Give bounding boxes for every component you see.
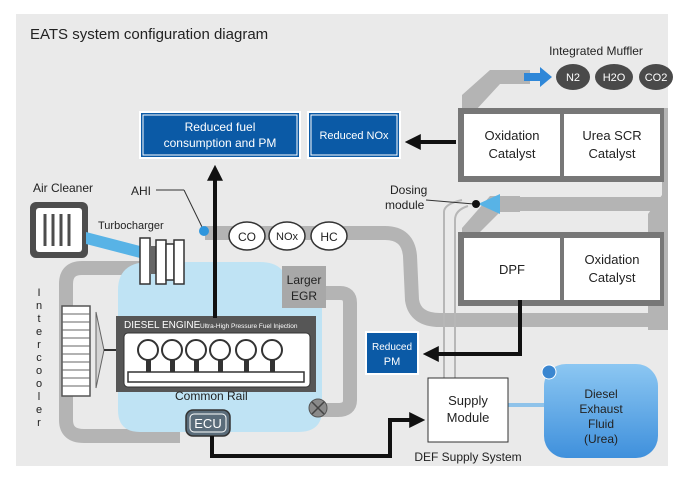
exhaust-pipe (205, 226, 668, 327)
flow-arrows (207, 134, 522, 458)
reduced-pm-box (365, 331, 419, 375)
reduced-nox-box (307, 111, 401, 159)
larger-egr-box (282, 266, 326, 308)
emission-co: CO (228, 221, 266, 251)
urea-scr-catalyst-box (564, 114, 660, 176)
emission-nox: NOx (268, 221, 306, 251)
emission-nox-label: NOx (276, 231, 299, 243)
cylinder-icon (137, 339, 159, 376)
arrow-ecu-to-supply (210, 412, 426, 458)
ahi-label: AHI (131, 184, 151, 198)
intake-tube (86, 232, 140, 258)
def-tank (544, 364, 658, 458)
svg-text:l: l (38, 391, 40, 403)
muffler-upper-elbow (462, 70, 530, 118)
larger-egr-label-1: Larger (287, 273, 322, 287)
fuel-injection-label: Ultra-High Pressure Fuel Injection (200, 323, 298, 330)
turbocharger-label: Turbocharger (98, 220, 164, 232)
dpf-box (464, 238, 560, 300)
output-co2: CO2 (639, 64, 673, 90)
common-rail-bar (127, 371, 305, 383)
air-cleaner-label: Air Cleaner (33, 181, 93, 195)
supply-module-label-1: Supply (448, 393, 488, 408)
def-tank-label-2: Exhaust (579, 402, 623, 416)
reduced-nox-label: Reduced NOx (319, 130, 389, 142)
def-lines (443, 199, 545, 407)
def-supply-system-label: DEF Supply System (414, 450, 521, 464)
intercooler-label: I n t e r c o o l e r (36, 287, 42, 429)
cylinders (137, 339, 283, 376)
output-h2o-label: H2O (603, 72, 626, 84)
def-tank-label-1: Diesel (584, 387, 617, 401)
emission-hc-label: HC (320, 230, 338, 244)
turbocharger-icon (139, 237, 185, 285)
ahi-injector-icon (199, 226, 209, 236)
larger-egr-label-2: EGR (291, 289, 317, 303)
supply-module-label-2: Module (447, 410, 490, 425)
dpf-label: DPF (499, 262, 525, 277)
emission-hc: HC (310, 221, 348, 251)
intercooler-fins-icon (62, 313, 90, 387)
reduced-pm-label-2: PM (384, 356, 401, 368)
oxidation-catalyst-2-label-2: Catalyst (589, 270, 636, 285)
oxidation-catalyst-label-2: Catalyst (489, 146, 536, 161)
fan-icon (95, 311, 118, 389)
svg-text:r: r (37, 339, 41, 351)
dosing-module-label-1: Dosing (390, 183, 427, 197)
air-cleaner-filter-icon (43, 214, 71, 246)
ecu-label: ECU (194, 416, 221, 431)
emission-co-label: CO (238, 230, 256, 244)
cylinder-icon (235, 339, 257, 376)
def-tank-label-4: (Urea) (584, 432, 618, 446)
intercooler (61, 305, 91, 397)
output-n2-label: N2 (566, 72, 580, 84)
output-co2-label: CO2 (645, 72, 668, 84)
egr-pipe (260, 286, 357, 417)
dosing-nozzle-icon (472, 200, 480, 208)
muffler-lower-elbow (462, 196, 520, 238)
cylinder-icon (185, 339, 207, 376)
svg-text:n: n (36, 300, 42, 312)
diesel-engine-label: DIESEL ENGINE (124, 320, 201, 331)
diagram-title: EATS system configuration diagram (30, 26, 268, 43)
dosing-spray-icon (478, 194, 500, 214)
svg-text:e: e (36, 326, 42, 338)
urea-scr-label-1: Urea SCR (582, 128, 641, 143)
reduced-fuel-label-1: Reduced fuel (185, 120, 256, 134)
common-rail-label: Common Rail (175, 389, 248, 403)
urea-scr-label-2: Catalyst (589, 146, 636, 161)
svg-text:r: r (37, 417, 41, 429)
supply-module-box (427, 377, 509, 443)
dosing-module-label-2: module (385, 198, 425, 212)
cylinder-icon (161, 339, 183, 376)
arrow-to-reduced-pm (422, 300, 522, 362)
exhaust-out-arrow-icon (524, 67, 552, 87)
reduced-fuel-label-2: consumption and PM (164, 136, 277, 150)
reduced-fuel-box (139, 111, 301, 159)
reduced-pm-label-1: Reduced (372, 342, 412, 353)
integrated-muffler-label: Integrated Muffler (549, 44, 643, 58)
output-h2o: H2O (595, 64, 633, 90)
ecu-box (185, 409, 231, 437)
def-tank-cap-icon (541, 364, 557, 380)
output-n2: N2 (556, 64, 590, 90)
svg-text:t: t (37, 313, 40, 325)
oxidation-catalyst-box (464, 114, 560, 176)
oxidation-catalyst-2-box (564, 238, 660, 300)
def-tank-label-3: Fluid (588, 417, 614, 431)
cylinder-icon (209, 339, 231, 376)
svg-text:c: c (36, 352, 42, 364)
svg-text:I: I (37, 287, 40, 299)
svg-text:o: o (36, 365, 42, 377)
svg-text:e: e (36, 404, 42, 416)
oxidation-catalyst-label-1: Oxidation (485, 128, 540, 143)
svg-text:o: o (36, 378, 42, 390)
oxidation-catalyst-2-label-1: Oxidation (585, 252, 640, 267)
cylinder-icon (261, 339, 283, 376)
